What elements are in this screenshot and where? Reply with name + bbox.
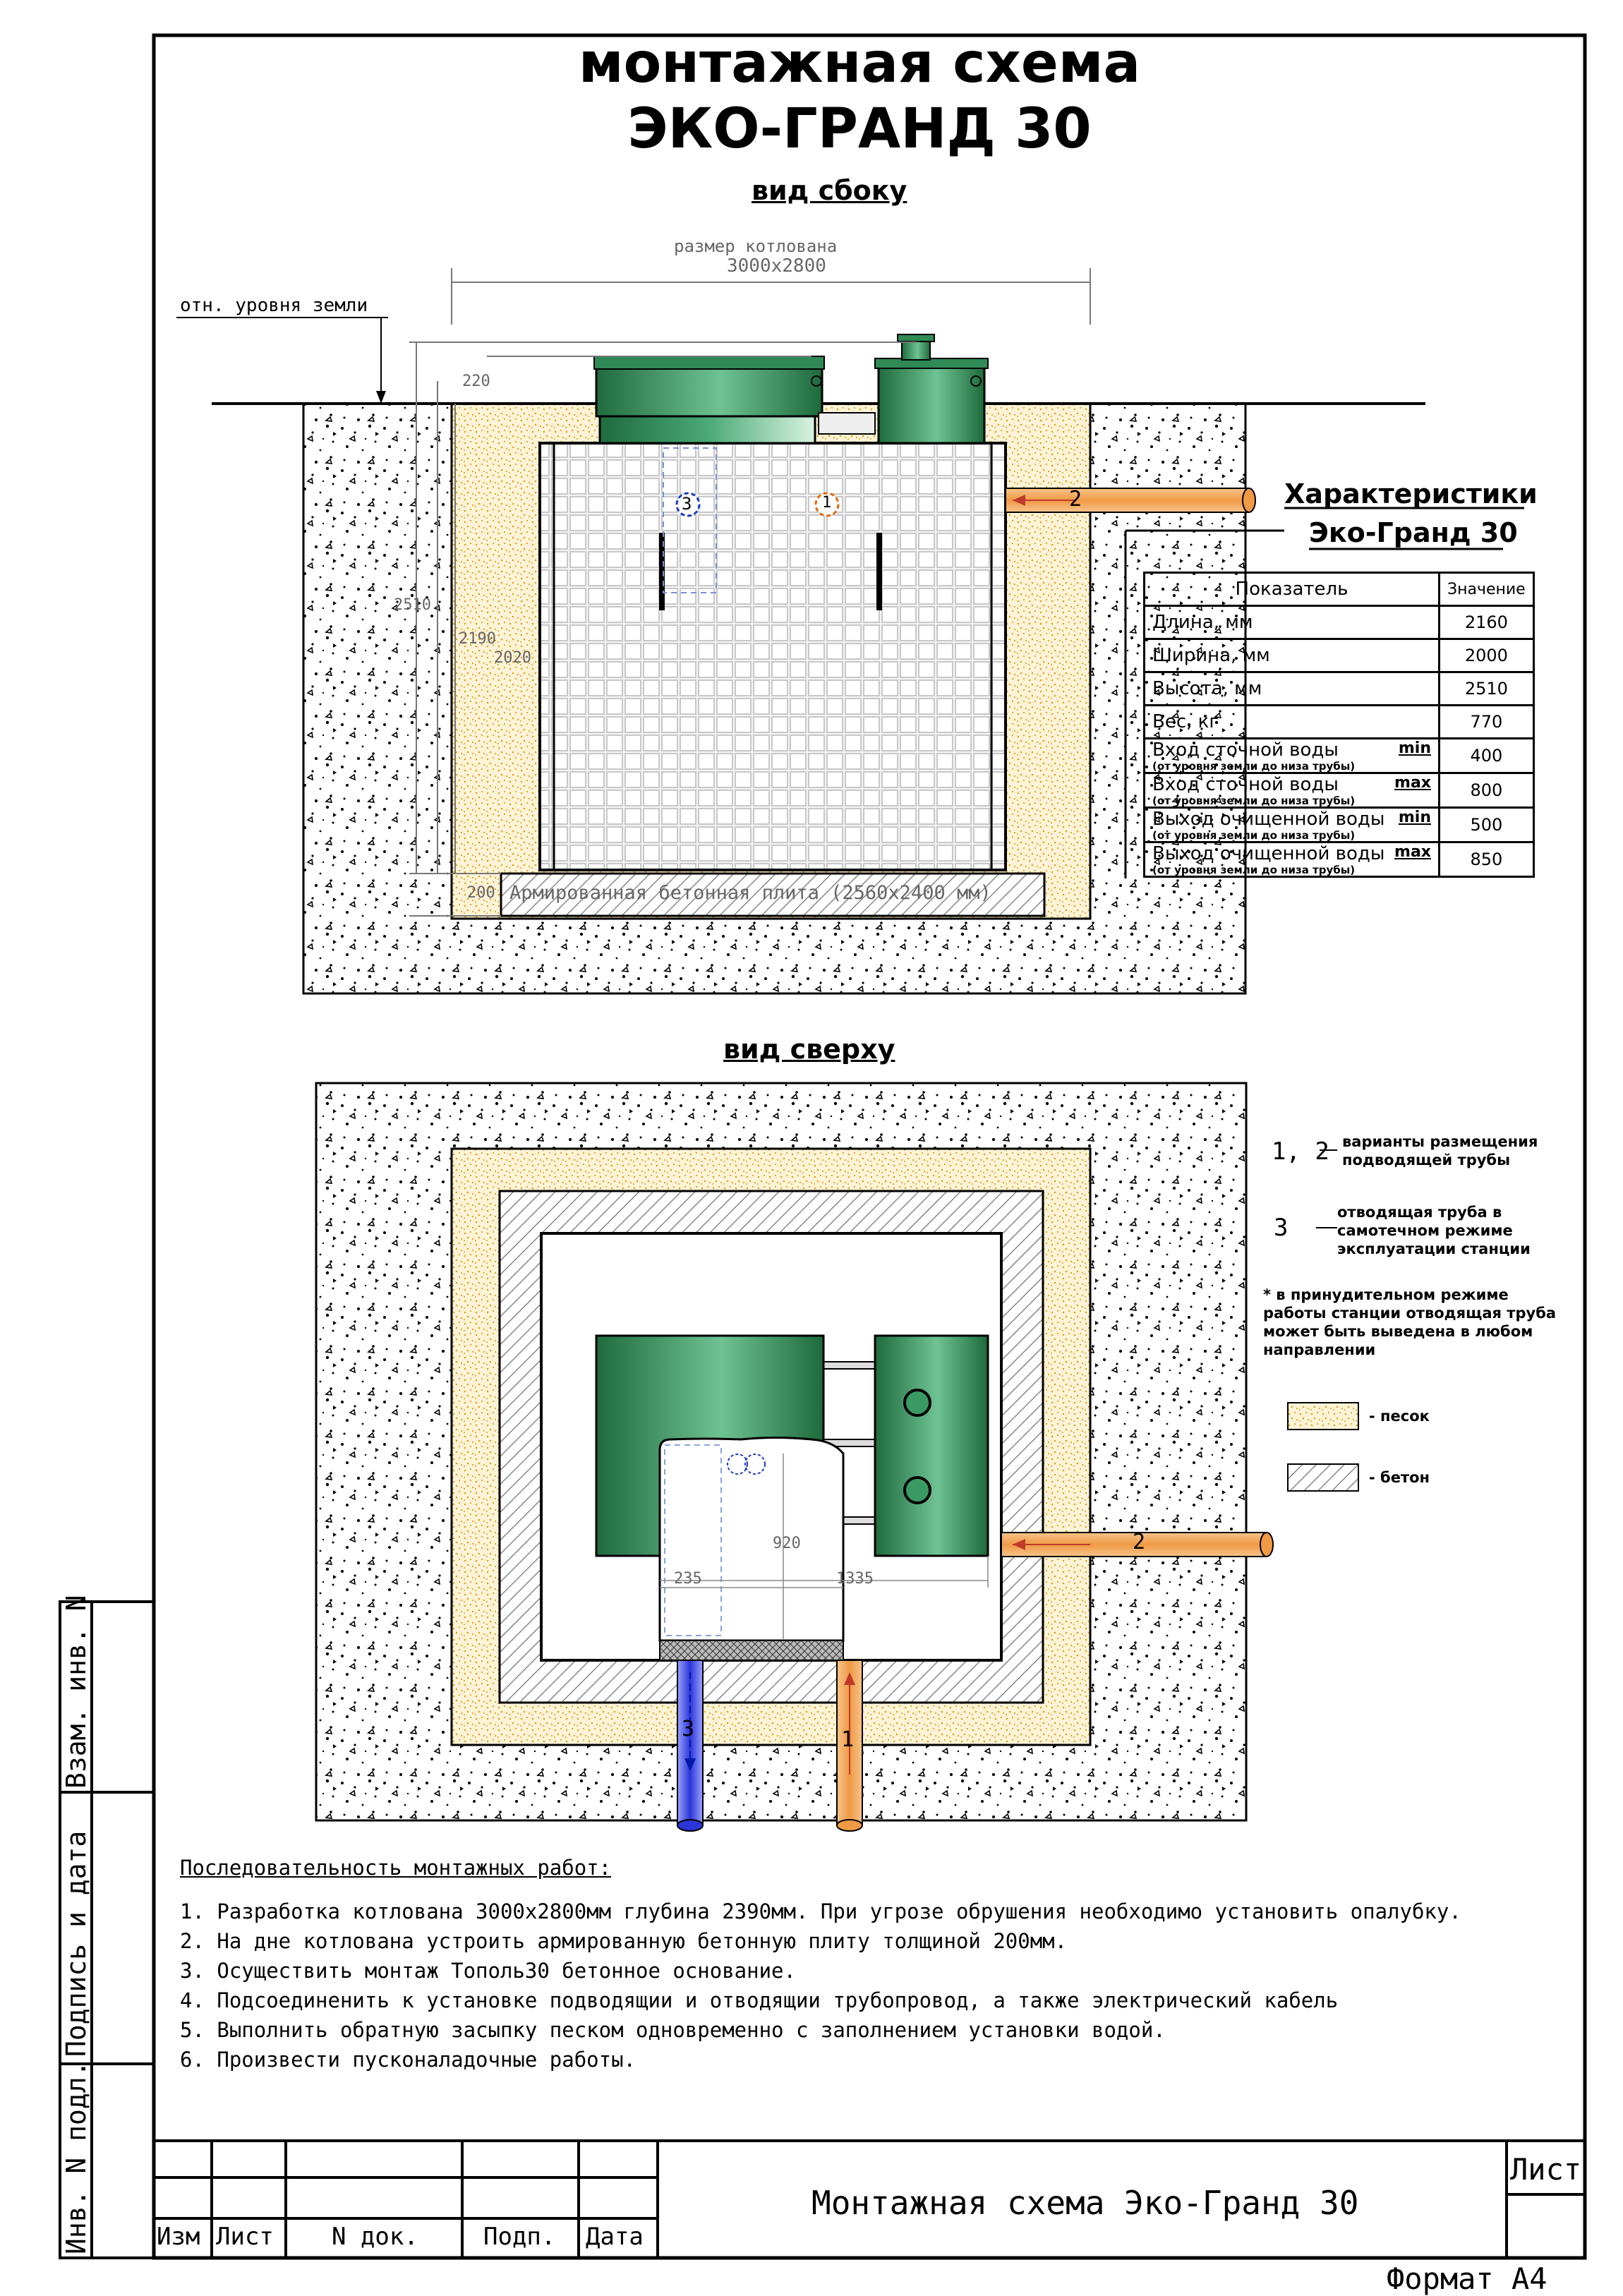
- row-sub: (от уровня земли до низа трубы): [1152, 760, 1356, 773]
- row-value: 2000: [1438, 638, 1535, 673]
- stamp-list-right: Лист: [1510, 2152, 1582, 2187]
- legend-note: * в принудительном режиме работы станции…: [1263, 1286, 1557, 1358]
- dim-1335: 1335: [836, 1570, 874, 1588]
- row-name: max Выход очищенной воды(от уровня земли …: [1143, 841, 1440, 878]
- step-item: 3. Осуществить монтаж Тополь30 бетонное …: [180, 1959, 796, 1983]
- stamp-list: Лист: [216, 2223, 274, 2251]
- steps-header: Последовательность монтажных работ:: [180, 1856, 612, 1880]
- row-label: Выход очищенной воды: [1152, 809, 1385, 830]
- row-name: max Вход сточной воды(от уровня земли до …: [1143, 772, 1440, 809]
- stamp-doc-title: Монтажная схема Эко-Гранд 30: [812, 2184, 1359, 2222]
- row-mark: min: [1398, 739, 1431, 757]
- row-mark: max: [1394, 774, 1431, 792]
- stamp-podp: Подп.: [483, 2223, 556, 2251]
- pit-size-label: размер котлована: [674, 236, 838, 256]
- title-block: [154, 2139, 1585, 2258]
- characteristics-heading-2: Эко-Гранд 30: [1309, 517, 1518, 548]
- sand-swatch: [1287, 1402, 1359, 1430]
- format-label: Формат А4: [1387, 2261, 1547, 2296]
- legend-12-nums: 1, 2: [1272, 1137, 1329, 1166]
- row-value: 2510: [1438, 671, 1535, 706]
- step-item: 1. Разработка котлована 3000x2800мм глуб…: [180, 1899, 1461, 1923]
- legend-sand: - песок: [1369, 1408, 1430, 1425]
- side-inv-podl: Инв. N подл.: [61, 2060, 92, 2254]
- row-name: Ширина, мм: [1143, 638, 1440, 673]
- marker-3-label: 3: [682, 494, 692, 514]
- drawing-frame: [152, 33, 1587, 2260]
- col-param-header: Показатель: [1143, 572, 1440, 607]
- marker-3-circle: [675, 492, 701, 517]
- stamp-data: Дата: [586, 2223, 644, 2251]
- page-title-line1: монтажная схема: [578, 32, 1141, 95]
- row-name: Высота, мм: [1143, 671, 1440, 706]
- row-name: min Вход сточной воды(от уровня земли до …: [1143, 737, 1440, 774]
- row-sub: (от уровня земли до низа трубы): [1152, 829, 1356, 842]
- marker-1-label: 1: [822, 494, 832, 512]
- dim-2020: 2020: [494, 649, 531, 667]
- dim-2510: 2510: [394, 596, 431, 614]
- row-sub: (от уровня земли до низа трубы): [1152, 794, 1356, 807]
- row-name: Вес, кг: [1143, 704, 1440, 739]
- marker-1-circle: [814, 492, 840, 517]
- step-item: 4. Подсоединенить к установке подводящии…: [180, 1988, 1339, 2012]
- row-name: Длина, мм: [1143, 605, 1440, 640]
- legend-concrete: - бетон: [1369, 1469, 1430, 1486]
- stamp-ndok: N док.: [332, 2223, 418, 2251]
- top-view: [315, 1082, 1274, 1832]
- characteristics-heading-1: Характеристики: [1284, 478, 1538, 509]
- step-item: 5. Выполнить обратную засыпку песком одн…: [180, 2018, 1166, 2042]
- side-strip: [59, 1600, 155, 2259]
- pit-size-value: 3000x2800: [727, 255, 826, 277]
- module-small: [874, 1334, 989, 1557]
- concrete-swatch: [1287, 1463, 1359, 1492]
- side-podpis: Подпись и дата: [61, 1830, 92, 2057]
- dim-2190: 2190: [459, 630, 496, 648]
- pipe-3-label: 3: [682, 1717, 695, 1741]
- pipe-2-label-top: 2: [1133, 1530, 1146, 1554]
- ground-level-label: отн. уровня земли: [180, 295, 368, 316]
- dim-200: 200: [467, 884, 495, 902]
- row-value: 500: [1438, 806, 1535, 843]
- side-view-heading: вид сбоку: [752, 175, 907, 206]
- row-label: Вход сточной воды: [1152, 774, 1339, 795]
- legend-3-num: 3: [1274, 1214, 1289, 1242]
- side-vzam: Взам. инв. N: [61, 1595, 92, 1789]
- step-item: 6. Произвести пусконаладочные работы.: [180, 2048, 636, 2072]
- row-sub: (от уровня земли до низа трубы): [1152, 864, 1356, 876]
- step-item: 2. На дне котлована устроить армированну…: [180, 1929, 1068, 1953]
- row-mark: min: [1398, 809, 1431, 826]
- slab-label: Армированная бетонная плита (2560x2400 м…: [509, 882, 991, 904]
- row-value: 770: [1438, 704, 1535, 739]
- row-label: Выход очищенной воды: [1152, 843, 1385, 864]
- installation-steps: Последовательность монтажных работ: 1. Р…: [180, 1856, 1492, 2074]
- row-name: min Выход очищенной воды(от уровня земли …: [1143, 806, 1440, 843]
- legend-3-text: отводящая труба в самотечном режиме эксп…: [1337, 1204, 1531, 1257]
- dim-220: 220: [462, 373, 490, 390]
- row-value: 850: [1438, 841, 1535, 878]
- row-value: 2160: [1438, 605, 1535, 640]
- page-title-line2: ЭКО-ГРАНД 30: [627, 97, 1092, 161]
- top-view-heading: вид сверху: [723, 1034, 895, 1065]
- row-value: 800: [1438, 772, 1535, 809]
- concrete-slab: [500, 872, 1046, 917]
- row-label: Вход сточной воды: [1152, 739, 1339, 761]
- stamp-izm: Изм: [157, 2223, 200, 2251]
- dim-920: 920: [773, 1535, 801, 1552]
- tank-body: [538, 442, 1007, 871]
- legend-12-text: варианты размещения подводящей трубы: [1342, 1133, 1538, 1168]
- row-mark: max: [1394, 843, 1431, 861]
- pipe-2-label-side: 2: [1069, 487, 1082, 512]
- pipe-1-label: 1: [841, 1727, 855, 1752]
- col-value-header: Значение: [1438, 572, 1535, 607]
- row-value: 400: [1438, 737, 1535, 774]
- dim-235: 235: [674, 1570, 702, 1588]
- side-view: [176, 268, 1425, 995]
